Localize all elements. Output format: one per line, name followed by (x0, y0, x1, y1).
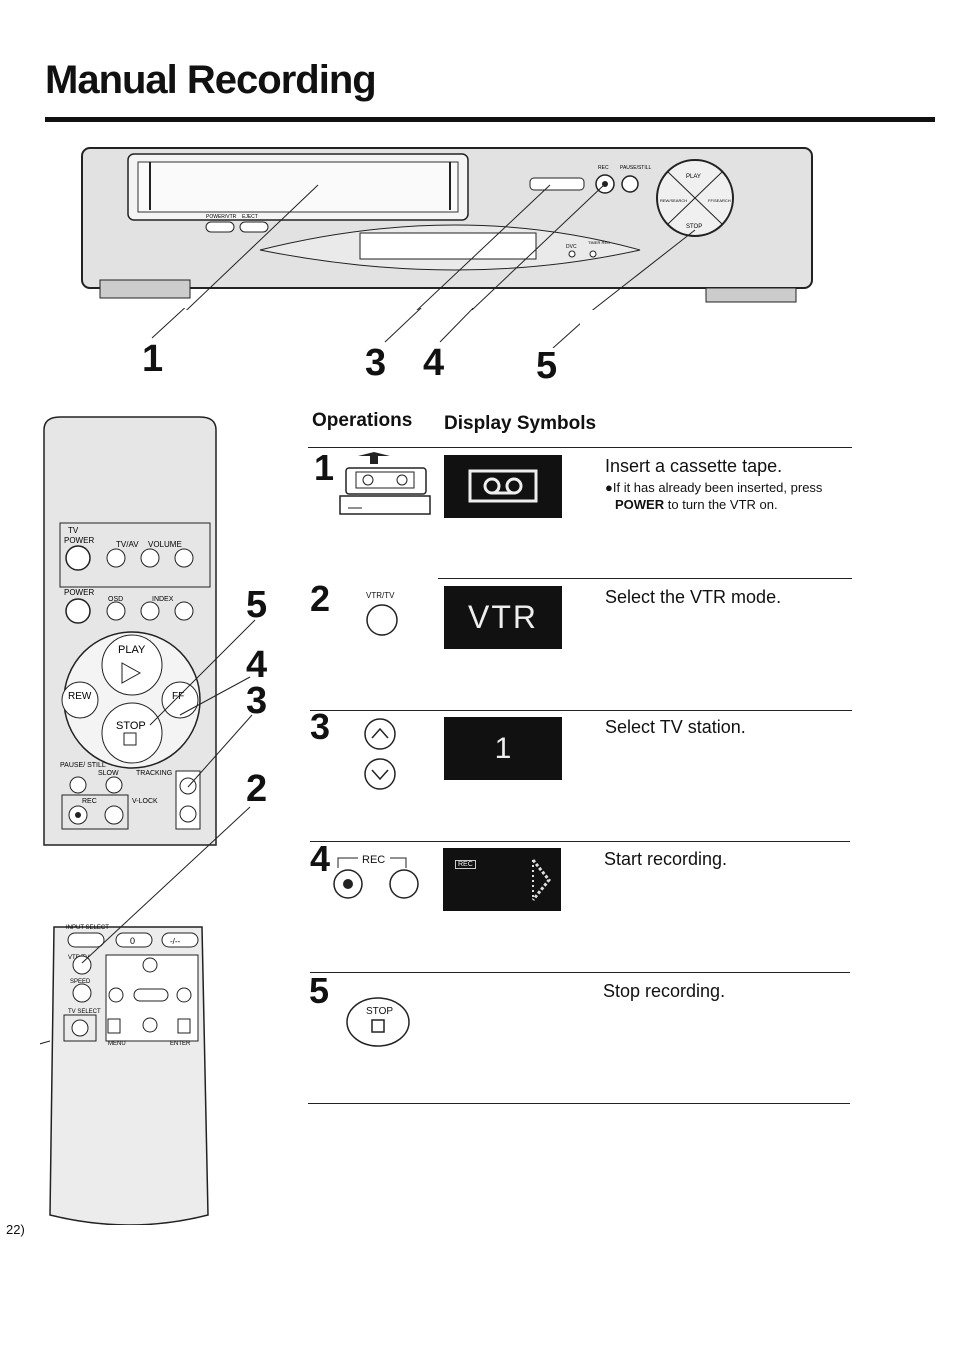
step-4-number: 4 (310, 838, 331, 879)
vcr-ff-label: FF/SEARCH (708, 198, 731, 203)
remote-power-label: POWER (64, 536, 94, 545)
remote-callout-3: 3 (246, 680, 268, 722)
rec-button-icon (333, 869, 363, 899)
remote-osd-label: OSD (108, 596, 123, 603)
remote-pause-label: PAUSE/ STILL (60, 762, 106, 769)
page-title: Manual Recording (45, 58, 377, 102)
remote-rec-label: REC (82, 798, 97, 805)
vcr-play-label: PLAY (686, 174, 701, 180)
row-1-rule (438, 578, 852, 579)
remote-stop-label: STOP (116, 720, 146, 732)
step-2-number: 2 (310, 578, 331, 619)
step-2-text: Select the VTR mode. (605, 587, 782, 607)
row-2-rule (310, 710, 852, 711)
vcr-rec-label: REC (598, 165, 609, 171)
remote-tvav-label: TV/AV (116, 540, 139, 549)
remote-volume-label: VOLUME (148, 540, 182, 549)
remote-power2-label: POWER (64, 588, 94, 597)
display-channel: 1 (444, 717, 562, 780)
step-1-number: 1 (314, 447, 335, 488)
remote-callout-5: 5 (246, 584, 268, 626)
step-1-text: Insert a cassette tape. (605, 456, 783, 476)
step-1-note-key: POWER (615, 497, 665, 512)
vcr-stop-label: STOP (686, 224, 702, 230)
remote-index-label: INDEX (152, 596, 174, 603)
step-2-op-label: VTR/TV (366, 591, 395, 600)
remote-rew-label: REW (68, 691, 92, 702)
vcr-callout-5: 5 (536, 345, 558, 387)
vcr-callout-1: 1 (142, 338, 164, 380)
header-rule (308, 447, 852, 448)
rec-buttons (333, 857, 419, 899)
step-1-note-pre: If it has already been inserted, press (612, 480, 823, 495)
remote-callout-2: 2 (246, 768, 268, 810)
remote-vlock-label: V-LOCK (132, 798, 158, 805)
channel-up-icon (364, 718, 396, 750)
bullet-icon: ● (605, 480, 613, 495)
vcr-illustration: POWER/VTR EJECT REC PAUSE/STILL PLAY REW… (81, 147, 813, 310)
display-rec: REC (443, 848, 561, 911)
remote-tvselect-label: TV SELECT (68, 1009, 101, 1015)
step-1-note: ●If it has already been inserted, press … (605, 479, 855, 513)
display-cassette (444, 455, 562, 518)
step-3-number: 3 (310, 706, 331, 747)
remote-illustration: TV POWER TV/AV VOLUME POWER OSD INDEX PL… (40, 416, 256, 1225)
remote-play-label: PLAY (118, 644, 146, 656)
row-4-rule (310, 972, 850, 973)
step-5-number: 5 (309, 970, 330, 1011)
vtrtv-button-icon (366, 604, 398, 636)
remote-slow-label: SLOW (98, 770, 119, 777)
operations-header: Operations (312, 410, 413, 431)
vcr-eject-label: EJECT (242, 214, 258, 220)
vcr-rew-label: REW/SEARCH (660, 198, 687, 203)
vcr-leader-lines (151, 308, 580, 348)
record-arrow-icon (531, 859, 551, 901)
row-3-rule (310, 841, 850, 842)
title-rule (45, 117, 935, 122)
step-1-note-post: to turn the VTR on. (667, 497, 778, 512)
remote-dash-label: -/-- (170, 937, 181, 946)
step-3-text: Select TV station. (605, 717, 746, 737)
vcr-callout-3: 3 (365, 342, 387, 384)
vcr-timer-label: TIMER REC (588, 240, 610, 245)
remote-zero-label: 0 (130, 936, 135, 946)
cassette-symbol-icon (468, 469, 538, 503)
remote-enter-label: ENTER (170, 1041, 191, 1047)
display-rec-tag: REC (455, 860, 476, 869)
step-4-text: Start recording. (604, 849, 728, 869)
remote-speed-label: SPEED (70, 979, 91, 985)
page-number: 22) (6, 1222, 25, 1237)
remote-tv-label: TV (68, 526, 79, 535)
display-vtr: VTR (444, 586, 562, 649)
vcr-pause-label: PAUSE/STILL (620, 165, 652, 171)
vcr-dvc-label: DVC (566, 244, 577, 250)
play-button-icon (389, 869, 419, 899)
remote-menu-label: MENU (108, 1041, 126, 1047)
remote-input-select-label: INPUT SELECT (66, 925, 109, 931)
step-5-op-label: STOP (366, 1006, 394, 1017)
vcr-power-label: POWER/VTR (206, 214, 237, 220)
remote-callout-4: 4 (246, 644, 268, 686)
channel-down-icon (364, 758, 396, 790)
display-symbols-header: Display Symbols (444, 413, 597, 434)
table-bottom-rule (308, 1103, 850, 1104)
vcr-callout-4: 4 (423, 342, 445, 384)
stop-button-icon (346, 997, 410, 1047)
cassette-insert-icon (339, 452, 431, 515)
remote-tracking-label: TRACKING (136, 770, 172, 777)
step-4-op-label: REC (362, 854, 386, 866)
step-5-text: Stop recording. (603, 981, 726, 1001)
channel-buttons (364, 718, 396, 790)
